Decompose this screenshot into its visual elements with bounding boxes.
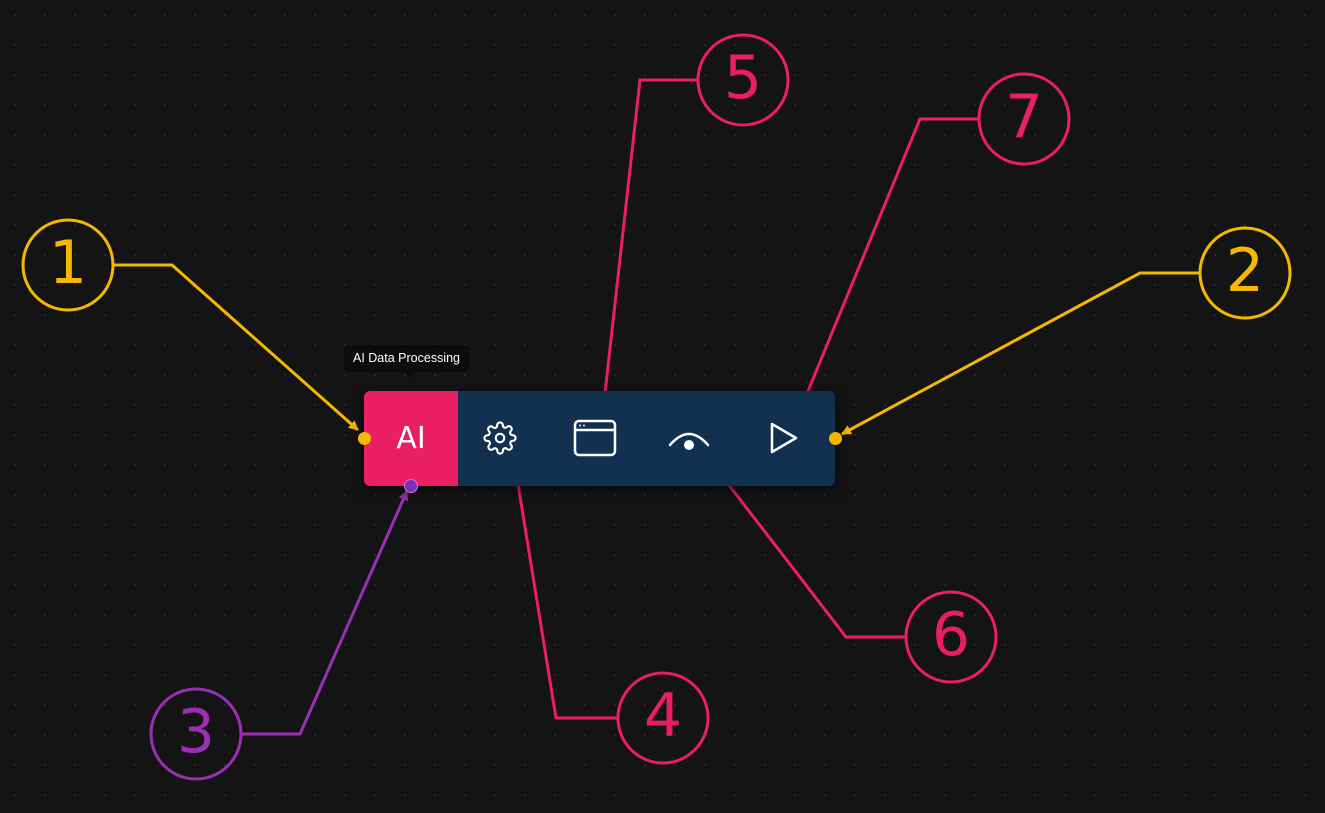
eye-icon [668, 432, 710, 450]
node-tooltip: AI Data Processing [344, 345, 469, 378]
output-handle[interactable] [829, 432, 842, 445]
callout-number-4: 4 [643, 681, 683, 751]
play-icon [770, 422, 798, 454]
node-toolbar [458, 391, 835, 486]
bottom-handle[interactable] [404, 479, 418, 493]
callout-line-1 [113, 263, 359, 432]
callout-number-3: 3 [176, 697, 216, 767]
callout-number-7: 7 [1004, 82, 1044, 152]
callout-number-5: 5 [723, 43, 763, 113]
gear-icon [483, 421, 517, 455]
callout-number-2: 2 [1225, 236, 1265, 306]
callout-line-2 [841, 271, 1200, 436]
callout-line-3 [241, 490, 409, 736]
preview-button[interactable] [666, 415, 712, 461]
ai-node[interactable]: AI [364, 391, 835, 486]
window-icon [573, 419, 617, 457]
callout-line-5 [597, 78, 698, 430]
callout-number-6: 6 [931, 600, 971, 670]
input-handle[interactable] [358, 432, 371, 445]
callout-number-1: 1 [48, 228, 88, 298]
callout-line-4 [508, 446, 618, 720]
run-button[interactable] [760, 415, 806, 461]
window-button[interactable] [572, 415, 618, 461]
callout-line-6 [703, 453, 906, 639]
node-badge-label: AI [396, 421, 426, 456]
callout-line-7 [790, 117, 979, 431]
settings-button[interactable] [477, 415, 523, 461]
node-badge[interactable]: AI [364, 391, 458, 486]
